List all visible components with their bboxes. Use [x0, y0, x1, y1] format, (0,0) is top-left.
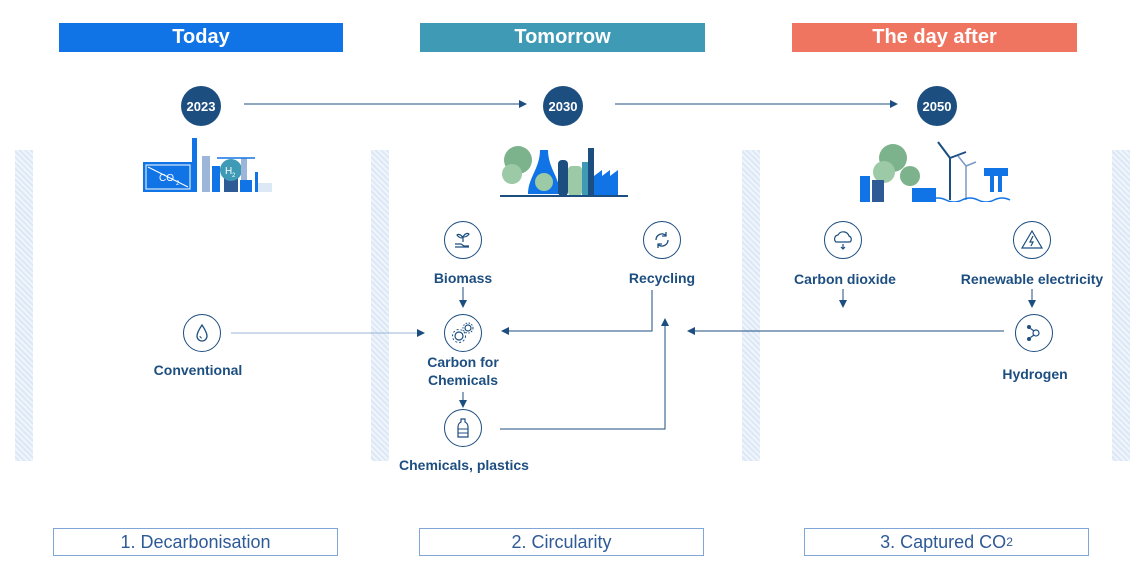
biomass-icon — [444, 221, 482, 259]
year-2030-badge: 2030 — [543, 86, 583, 126]
bottle-icon — [444, 409, 482, 447]
h2-text: H — [225, 166, 232, 177]
box-circularity: 2. Circularity — [419, 528, 704, 556]
co2-cloud-icon — [824, 221, 862, 259]
label-carbon-for-chemicals: Carbon for Chemicals — [427, 354, 499, 388]
pillar-left — [15, 150, 33, 461]
box-decarbonisation: 1. Decarbonisation — [53, 528, 338, 556]
captured-co2-text: 3. Captured CO — [880, 531, 1007, 552]
day-after-illustration — [860, 141, 1011, 202]
label-renewable-electricity: Renewable electricity — [960, 271, 1104, 287]
year-2023-badge: 2023 — [181, 86, 221, 126]
label-carbon-dioxide: Carbon dioxide — [794, 271, 896, 287]
phase-header-today: Today — [59, 23, 343, 52]
label-biomass: Biomass — [433, 270, 493, 286]
phase-header-day-after: The day after — [792, 23, 1077, 52]
conventional-icon — [183, 314, 221, 352]
label-recycling: Recycling — [628, 270, 696, 286]
h2-sub: 2 — [232, 173, 236, 179]
recycling-icon — [643, 221, 681, 259]
pillar-center-right — [742, 150, 760, 461]
label-hydrogen: Hydrogen — [1002, 366, 1068, 382]
captured-co2-sub: 2 — [1006, 535, 1013, 549]
pillar-right — [1112, 150, 1130, 461]
hydrogen-icon — [1015, 314, 1053, 352]
co2-sub: 2 — [176, 181, 180, 187]
co2-text: CO — [159, 173, 174, 184]
pillar-center-left — [371, 150, 389, 461]
phase-header-tomorrow: Tomorrow — [420, 23, 705, 52]
gears-icon — [444, 314, 482, 352]
tomorrow-factory-illustration — [500, 146, 628, 197]
label-conventional: Conventional — [153, 362, 243, 378]
today-factory-illustration: CO 2 H 2 — [143, 138, 272, 192]
arrow-recycling-to-carbon — [501, 290, 653, 335]
year-2050-badge: 2050 — [917, 86, 957, 126]
arrow-chemicals-to-recycling — [500, 318, 669, 430]
electricity-icon — [1013, 221, 1051, 259]
label-chemicals-plastics: Chemicals, plastics — [399, 457, 529, 473]
